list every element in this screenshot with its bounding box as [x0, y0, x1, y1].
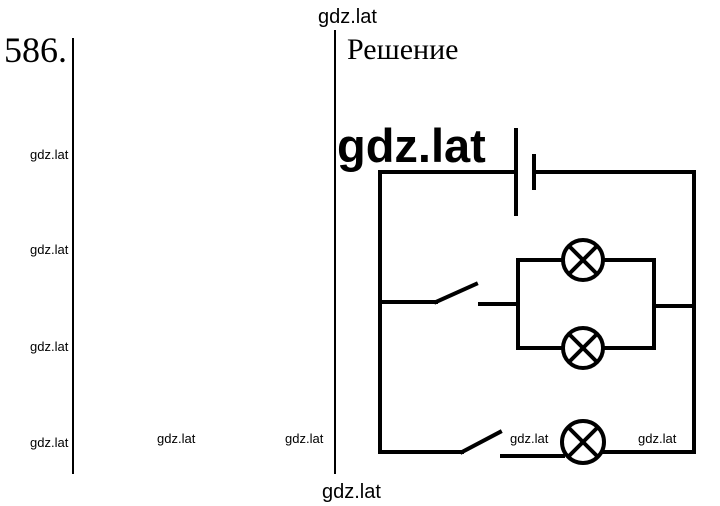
watermark-mid-1: gdz.lat [157, 431, 196, 447]
lamp-3 [560, 419, 606, 465]
watermark-lamp-right: gdz.lat [638, 431, 677, 446]
lamp-1 [561, 238, 605, 282]
watermark-big: gdz.lat [337, 119, 486, 172]
switch-2 [459, 429, 503, 455]
watermark-mid-2: gdz.lat [285, 431, 324, 447]
watermark-top: gdz.lat [318, 6, 377, 28]
lamp-2 [561, 326, 605, 370]
watermark-margin-1: gdz.lat [30, 147, 69, 163]
watermark-margin-2: gdz.lat [30, 242, 69, 258]
watermark-margin-3: gdz.lat [30, 339, 69, 355]
watermark-bottom: gdz.lat [322, 481, 381, 503]
watermark-margin-4: gdz.lat [30, 435, 69, 451]
solution-heading: Решение [347, 33, 459, 66]
switch-1 [433, 281, 479, 305]
center-divider-line [334, 30, 336, 474]
problem-number: 586. [4, 30, 67, 70]
watermark-lamp-left: gdz.lat [510, 431, 549, 446]
left-margin-line [72, 38, 74, 474]
wire-top-right [532, 170, 696, 454]
